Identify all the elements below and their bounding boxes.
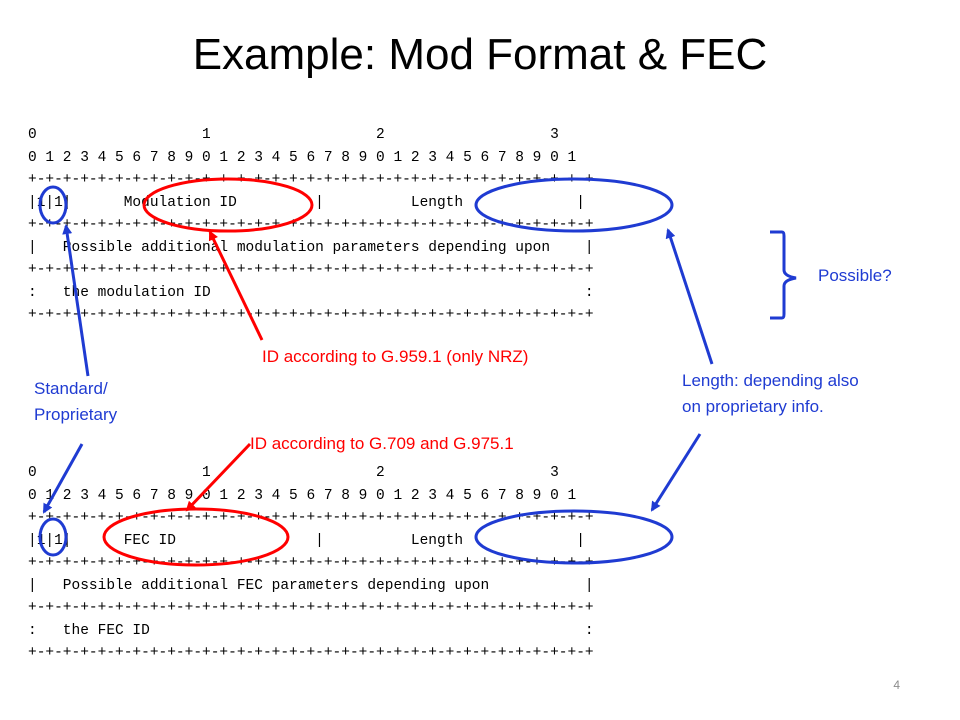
standard-proprietary-annotation: Standard/ Proprietary bbox=[34, 376, 117, 428]
diagram-line: +-+-+-+-+-+-+-+-+-+-+-+-+-+-+-+-+-+-+-+-… bbox=[28, 307, 594, 323]
std-bit-ellipse-top bbox=[38, 185, 68, 225]
diagram-line: | Possible additional modulation paramet… bbox=[28, 239, 594, 256]
length-annotation: Length: depending also on proprietary in… bbox=[682, 368, 859, 420]
diagram-line: 0 1 2 3 4 5 6 7 8 9 0 1 2 3 4 5 6 7 8 9 … bbox=[28, 149, 577, 166]
diagram-line: +-+-+-+-+-+-+-+-+-+-+-+-+-+-+-+-+-+-+-+-… bbox=[28, 262, 594, 278]
modulation-id-ellipse bbox=[142, 177, 314, 233]
arrow-length-up bbox=[665, 228, 714, 365]
arrow-standard-up bbox=[62, 224, 90, 377]
arrow-length-down bbox=[650, 433, 702, 512]
diagram-line: +-+-+-+-+-+-+-+-+-+-+-+-+-+-+-+-+-+-+-+-… bbox=[28, 217, 594, 233]
annotation-line: Standard/ bbox=[34, 379, 108, 398]
diagram-line: +-+-+-+-+-+-+-+-+-+-+-+-+-+-+-+-+-+-+-+-… bbox=[28, 555, 594, 571]
annotation-line: on proprietary info. bbox=[682, 397, 824, 416]
possible-annotation: Possible? bbox=[818, 266, 892, 285]
diagram-line: 0 1 2 3 4 5 6 7 8 9 0 1 2 3 4 5 6 7 8 9 … bbox=[28, 487, 577, 504]
slide-title: Example: Mod Format & FEC bbox=[192, 30, 768, 79]
length-ellipse-top bbox=[474, 177, 674, 233]
diagram-line: : the FEC ID : bbox=[28, 622, 594, 639]
g959-annotation: ID according to G.959.1 (only NRZ) bbox=[262, 347, 529, 366]
annotation-line: Proprietary bbox=[34, 405, 118, 424]
g709-annotation: ID according to G.709 and G.975.1 bbox=[250, 434, 514, 453]
diagram-line: : the modulation ID : bbox=[28, 284, 594, 301]
arrow-g709 bbox=[185, 442, 252, 512]
length-ellipse-bottom bbox=[474, 509, 674, 565]
diagram-line: | Possible additional FEC parameters dep… bbox=[28, 577, 594, 594]
possible-bracket bbox=[770, 230, 797, 320]
fec-format-diagram: 0 1 2 3 0 1 2 3 4 5 6 7 8 9 0 1 2 3 4 5 … bbox=[28, 462, 594, 665]
diagram-line: +-+-+-+-+-+-+-+-+-+-+-+-+-+-+-+-+-+-+-+-… bbox=[28, 600, 594, 616]
diagram-line: +-+-+-+-+-+-+-+-+-+-+-+-+-+-+-+-+-+-+-+-… bbox=[28, 172, 594, 188]
diagram-line: 0 1 2 3 bbox=[28, 127, 559, 143]
fec-id-ellipse bbox=[102, 507, 290, 567]
annotation-line: Length: depending also bbox=[682, 371, 859, 390]
diagram-line: 0 1 2 3 bbox=[28, 465, 559, 481]
arrow-standard-down bbox=[42, 443, 84, 514]
diagram-line: +-+-+-+-+-+-+-+-+-+-+-+-+-+-+-+-+-+-+-+-… bbox=[28, 645, 594, 661]
modulation-format-diagram: 0 1 2 3 0 1 2 3 4 5 6 7 8 9 0 1 2 3 4 5 … bbox=[28, 124, 594, 327]
arrow-g959 bbox=[208, 230, 264, 341]
page-number: 4 bbox=[893, 678, 900, 692]
std-bit-ellipse-bottom bbox=[38, 517, 68, 557]
diagram-line: +-+-+-+-+-+-+-+-+-+-+-+-+-+-+-+-+-+-+-+-… bbox=[28, 510, 594, 526]
